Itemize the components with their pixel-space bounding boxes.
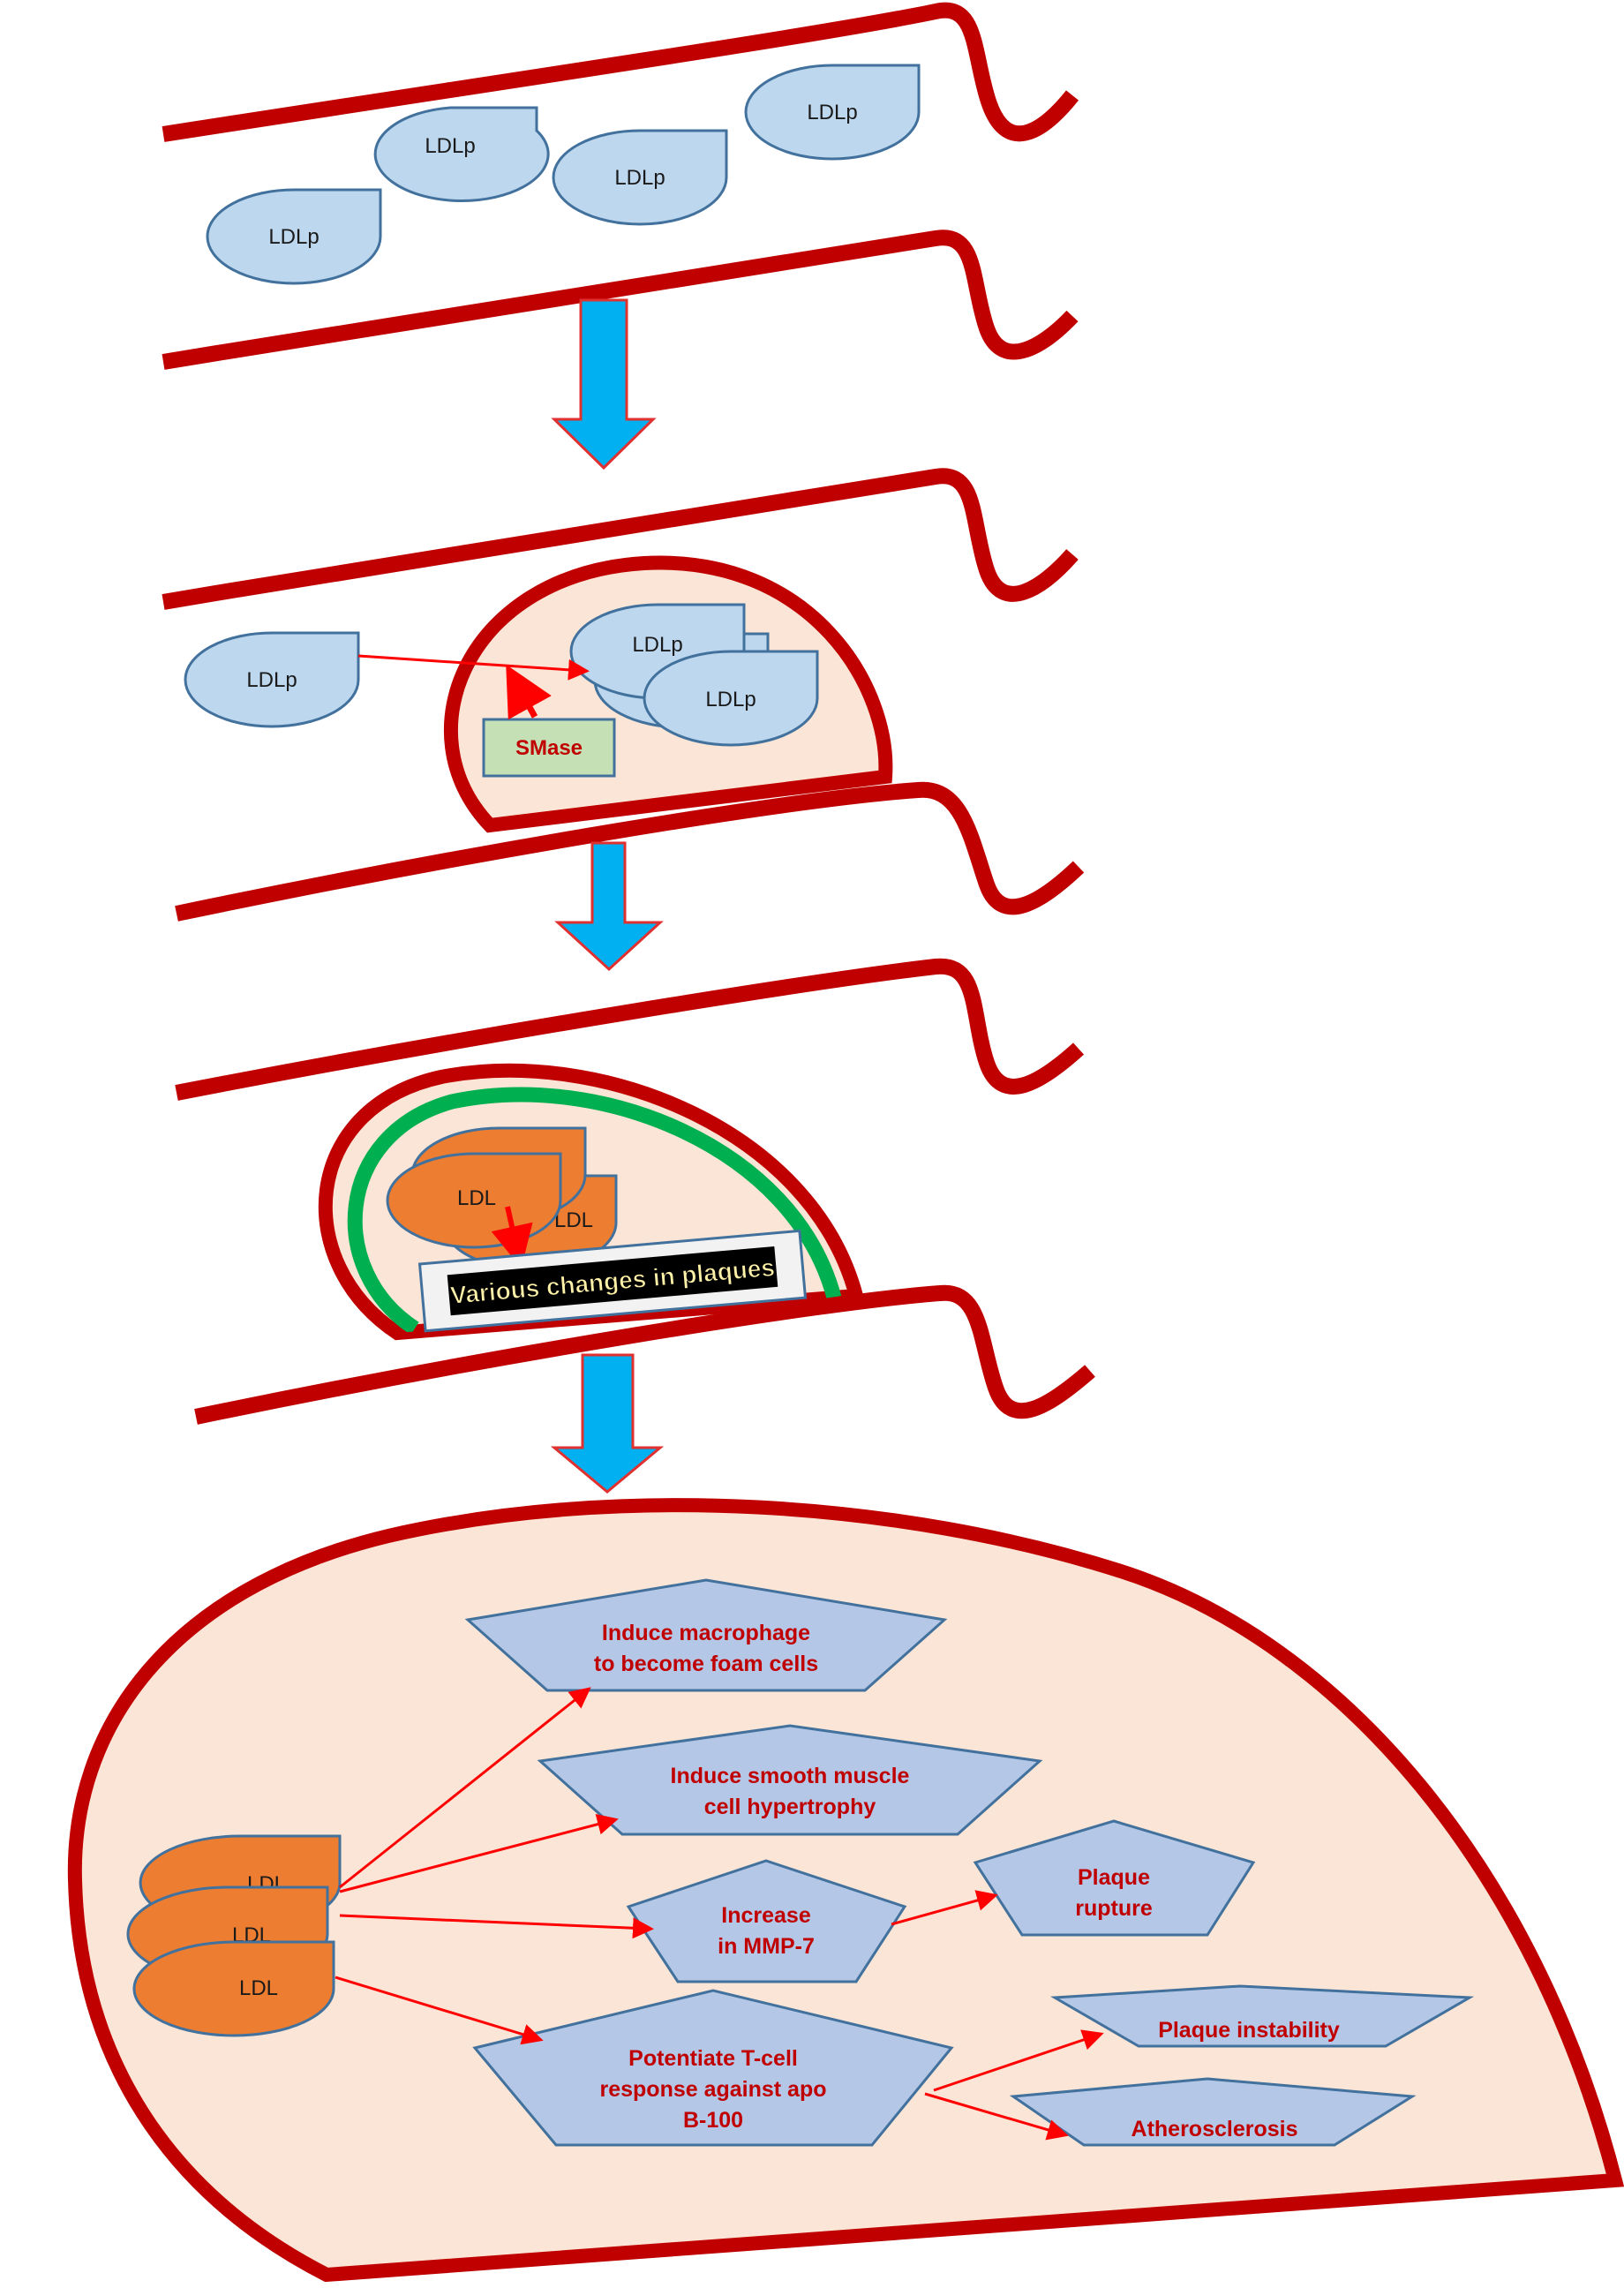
vessel-wall-upper — [162, 468, 1079, 610]
stage-3-vessel: LDL LDL Various changes in plaques — [175, 958, 1095, 1425]
ldlp-label: LDLp — [425, 134, 475, 158]
effect-line: Induce smooth muscle — [671, 1764, 910, 1788]
link-arrow — [339, 1914, 654, 1939]
vessel-wall-lower — [175, 781, 1085, 922]
effect-foam-cells: Induce macrophage to become foam cells — [464, 1578, 948, 1692]
fibrous-cap — [347, 1087, 842, 1333]
smase-label: SMase — [515, 736, 583, 760]
effect-line: cell hypertrophy — [704, 1795, 876, 1819]
outcome-line: Plaque instability — [1158, 2018, 1340, 2043]
stage-1-vessel: LDLp LDLp LDLp LDLp — [162, 2, 1079, 370]
effect-line: Increase — [721, 1903, 811, 1928]
ldl-cluster: LDL LDL LDL — [126, 1834, 342, 2037]
ldlp-particle: LDLp — [552, 129, 728, 226]
effect-line: to become foam cells — [594, 1652, 818, 1676]
ldlp-particle: LDLp — [373, 106, 550, 203]
vessel-wall-lower — [194, 1284, 1095, 1425]
stage-2-vessel: LDLp LDLp LDLp SMase — [162, 468, 1085, 922]
effect-smooth-muscle: Induce smooth muscle cell hypertrophy — [537, 1724, 1043, 1836]
link-arrow — [891, 1890, 998, 1926]
various-changes-banner: Various changes in plaques — [417, 1229, 808, 1333]
effect-line: B-100 — [683, 2108, 743, 2133]
effect-line: Induce macrophage — [602, 1621, 810, 1645]
ldl-label: LDL — [554, 1208, 593, 1232]
effect-t-cell: Potentiate T-cell response against apo B… — [472, 1989, 954, 2147]
ldlp-label: LDLp — [807, 101, 857, 124]
ldlp-label: LDLp — [268, 225, 319, 249]
ldl-label: LDL — [239, 1976, 278, 2000]
outcome-plaque-instability: Plaque instability — [1049, 1984, 1475, 2048]
vessel-wall-upper — [175, 958, 1085, 1101]
vessel-wall-upper — [162, 2, 1079, 142]
link-arrow — [335, 1976, 544, 2045]
ldl-label: LDL — [457, 1186, 496, 1210]
link-arrow — [924, 2092, 1069, 2141]
change-arrow — [491, 1206, 533, 1268]
transition-arrow — [550, 1353, 665, 1494]
ldlp-particle: LDLp — [744, 64, 921, 161]
effect-line: in MMP-7 — [718, 1934, 815, 1959]
ldlp-particle: LDLp — [206, 188, 382, 285]
ldlp-particle-free: LDLp — [184, 631, 360, 728]
outcome-line: rupture — [1075, 1896, 1153, 1921]
smase-enzyme-box: SMase — [482, 718, 616, 778]
ldlp-label: LDLp — [632, 633, 682, 657]
outcome-plaque-rupture: Plaque rupture — [973, 1819, 1256, 1937]
vessel-wall-lower — [162, 230, 1079, 370]
outcome-line: Plaque — [1078, 1865, 1150, 1890]
effect-line: response against apo — [599, 2077, 826, 2102]
ldlp-label: LDLp — [614, 166, 665, 190]
link-arrow — [339, 1813, 619, 1893]
ldlp-label: LDLp — [705, 688, 756, 711]
ldlp-label: LDLp — [246, 668, 297, 692]
transition-arrow — [554, 841, 664, 972]
smase-action-arrow — [506, 664, 552, 720]
link-arrow — [933, 2029, 1104, 2092]
ldlp-aggregate: LDLp LDLp — [569, 603, 819, 747]
outcome-atherosclerosis: Atherosclerosis — [1009, 2077, 1417, 2147]
outcome-line: Atherosclerosis — [1132, 2117, 1298, 2141]
stage-4-plaque: LDL LDL LDL Induce macrophage to become … — [67, 1498, 1624, 2283]
transition-arrow — [551, 298, 657, 470]
effect-mmp7: Increase in MMP-7 — [626, 1859, 907, 1983]
effect-line: Potentiate T-cell — [628, 2046, 798, 2071]
link-arrow — [339, 1687, 591, 1889]
